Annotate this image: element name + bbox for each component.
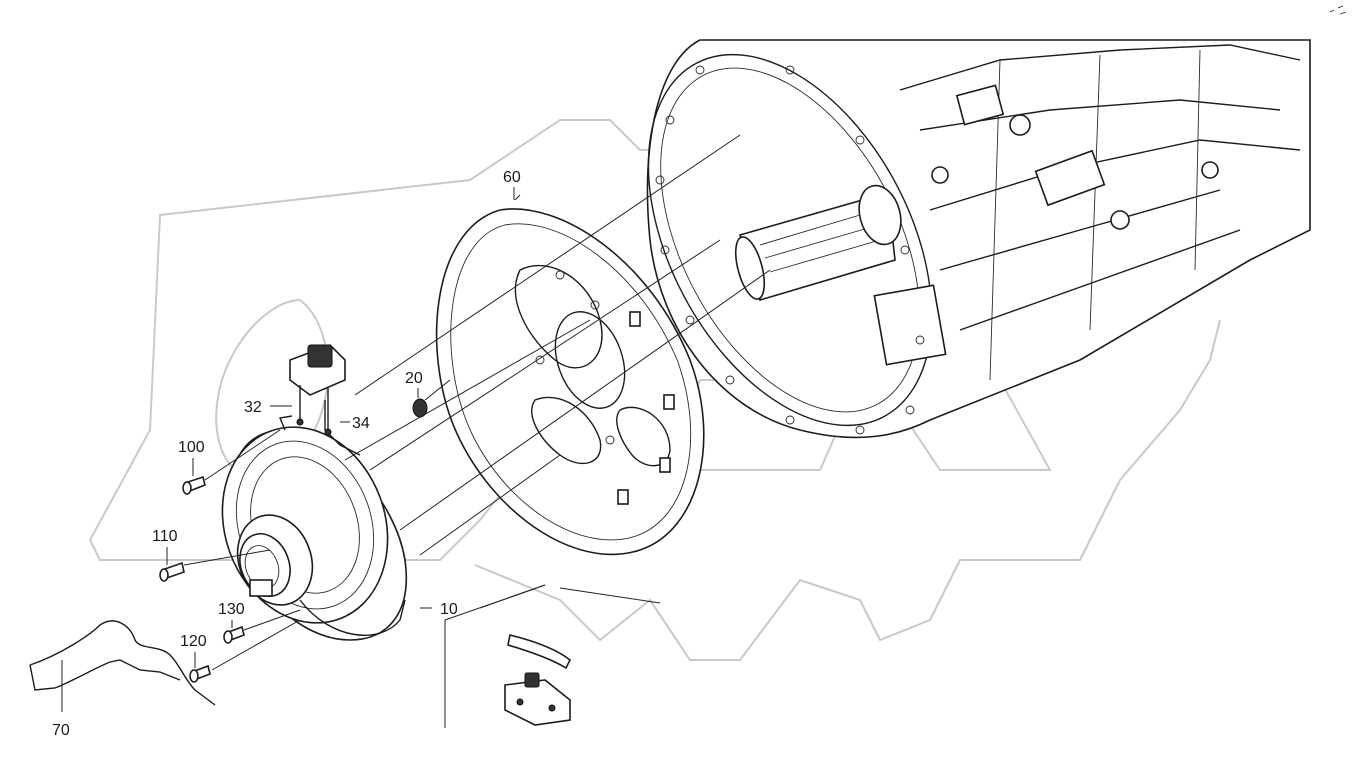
callout-130: 130 [218, 601, 245, 618]
callout-labels: 60 20 32 34 100 110 10 130 120 70 [52, 169, 521, 739]
assembly-lines [61, 134, 771, 728]
bolt-120 [189, 664, 211, 683]
bolt-100 [182, 475, 206, 495]
bolt-110 [159, 561, 185, 582]
flange-bolts [655, 65, 925, 435]
callout-10: 10 [440, 601, 458, 618]
detail-seal-strip [507, 634, 572, 670]
callout-34: 34 [352, 415, 370, 432]
cable-70 [29, 620, 216, 706]
callout-20: 20 [405, 370, 423, 387]
callout-70: 70 [52, 722, 70, 739]
gearbox-housing [646, 5, 1347, 439]
callout-32: 32 [244, 399, 262, 416]
callout-100: 100 [178, 439, 205, 456]
release-bearing-assembly-10 [221, 400, 407, 641]
bolt-130 [223, 625, 245, 644]
callout-60: 60 [503, 169, 521, 186]
callout-110: 110 [152, 528, 178, 545]
sensor-bracket-32-34 [289, 344, 346, 436]
detail-bracket [504, 672, 571, 726]
label-leaders [166, 388, 419, 668]
callout-120: 120 [180, 633, 207, 650]
